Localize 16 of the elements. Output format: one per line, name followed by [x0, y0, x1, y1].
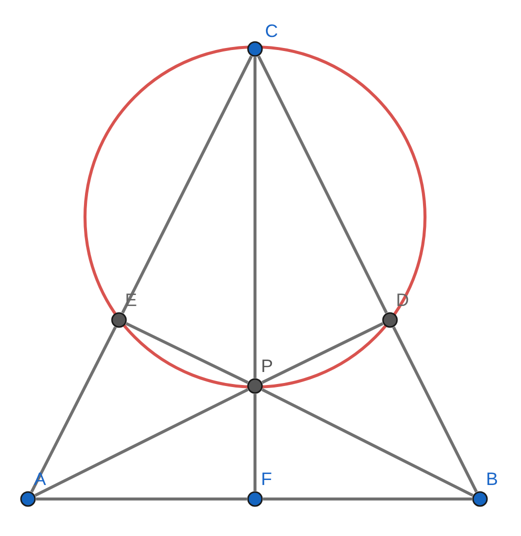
line-segment — [263, 498, 472, 500]
line-segment — [262, 322, 384, 384]
line-segment — [121, 55, 253, 314]
labeled-point: B — [472, 469, 498, 507]
labeled-point: F — [247, 469, 272, 507]
line-segment — [30, 326, 117, 493]
line-segment — [34, 388, 248, 497]
line-segment — [257, 56, 388, 314]
line-segment — [392, 326, 478, 493]
line-segment — [126, 322, 248, 384]
line-segment — [254, 57, 256, 378]
labeled-point: P — [247, 356, 274, 394]
line-segment — [254, 394, 256, 491]
line-segment — [261, 388, 474, 497]
line-segment — [36, 498, 247, 500]
labeled-point: C — [247, 21, 278, 57]
